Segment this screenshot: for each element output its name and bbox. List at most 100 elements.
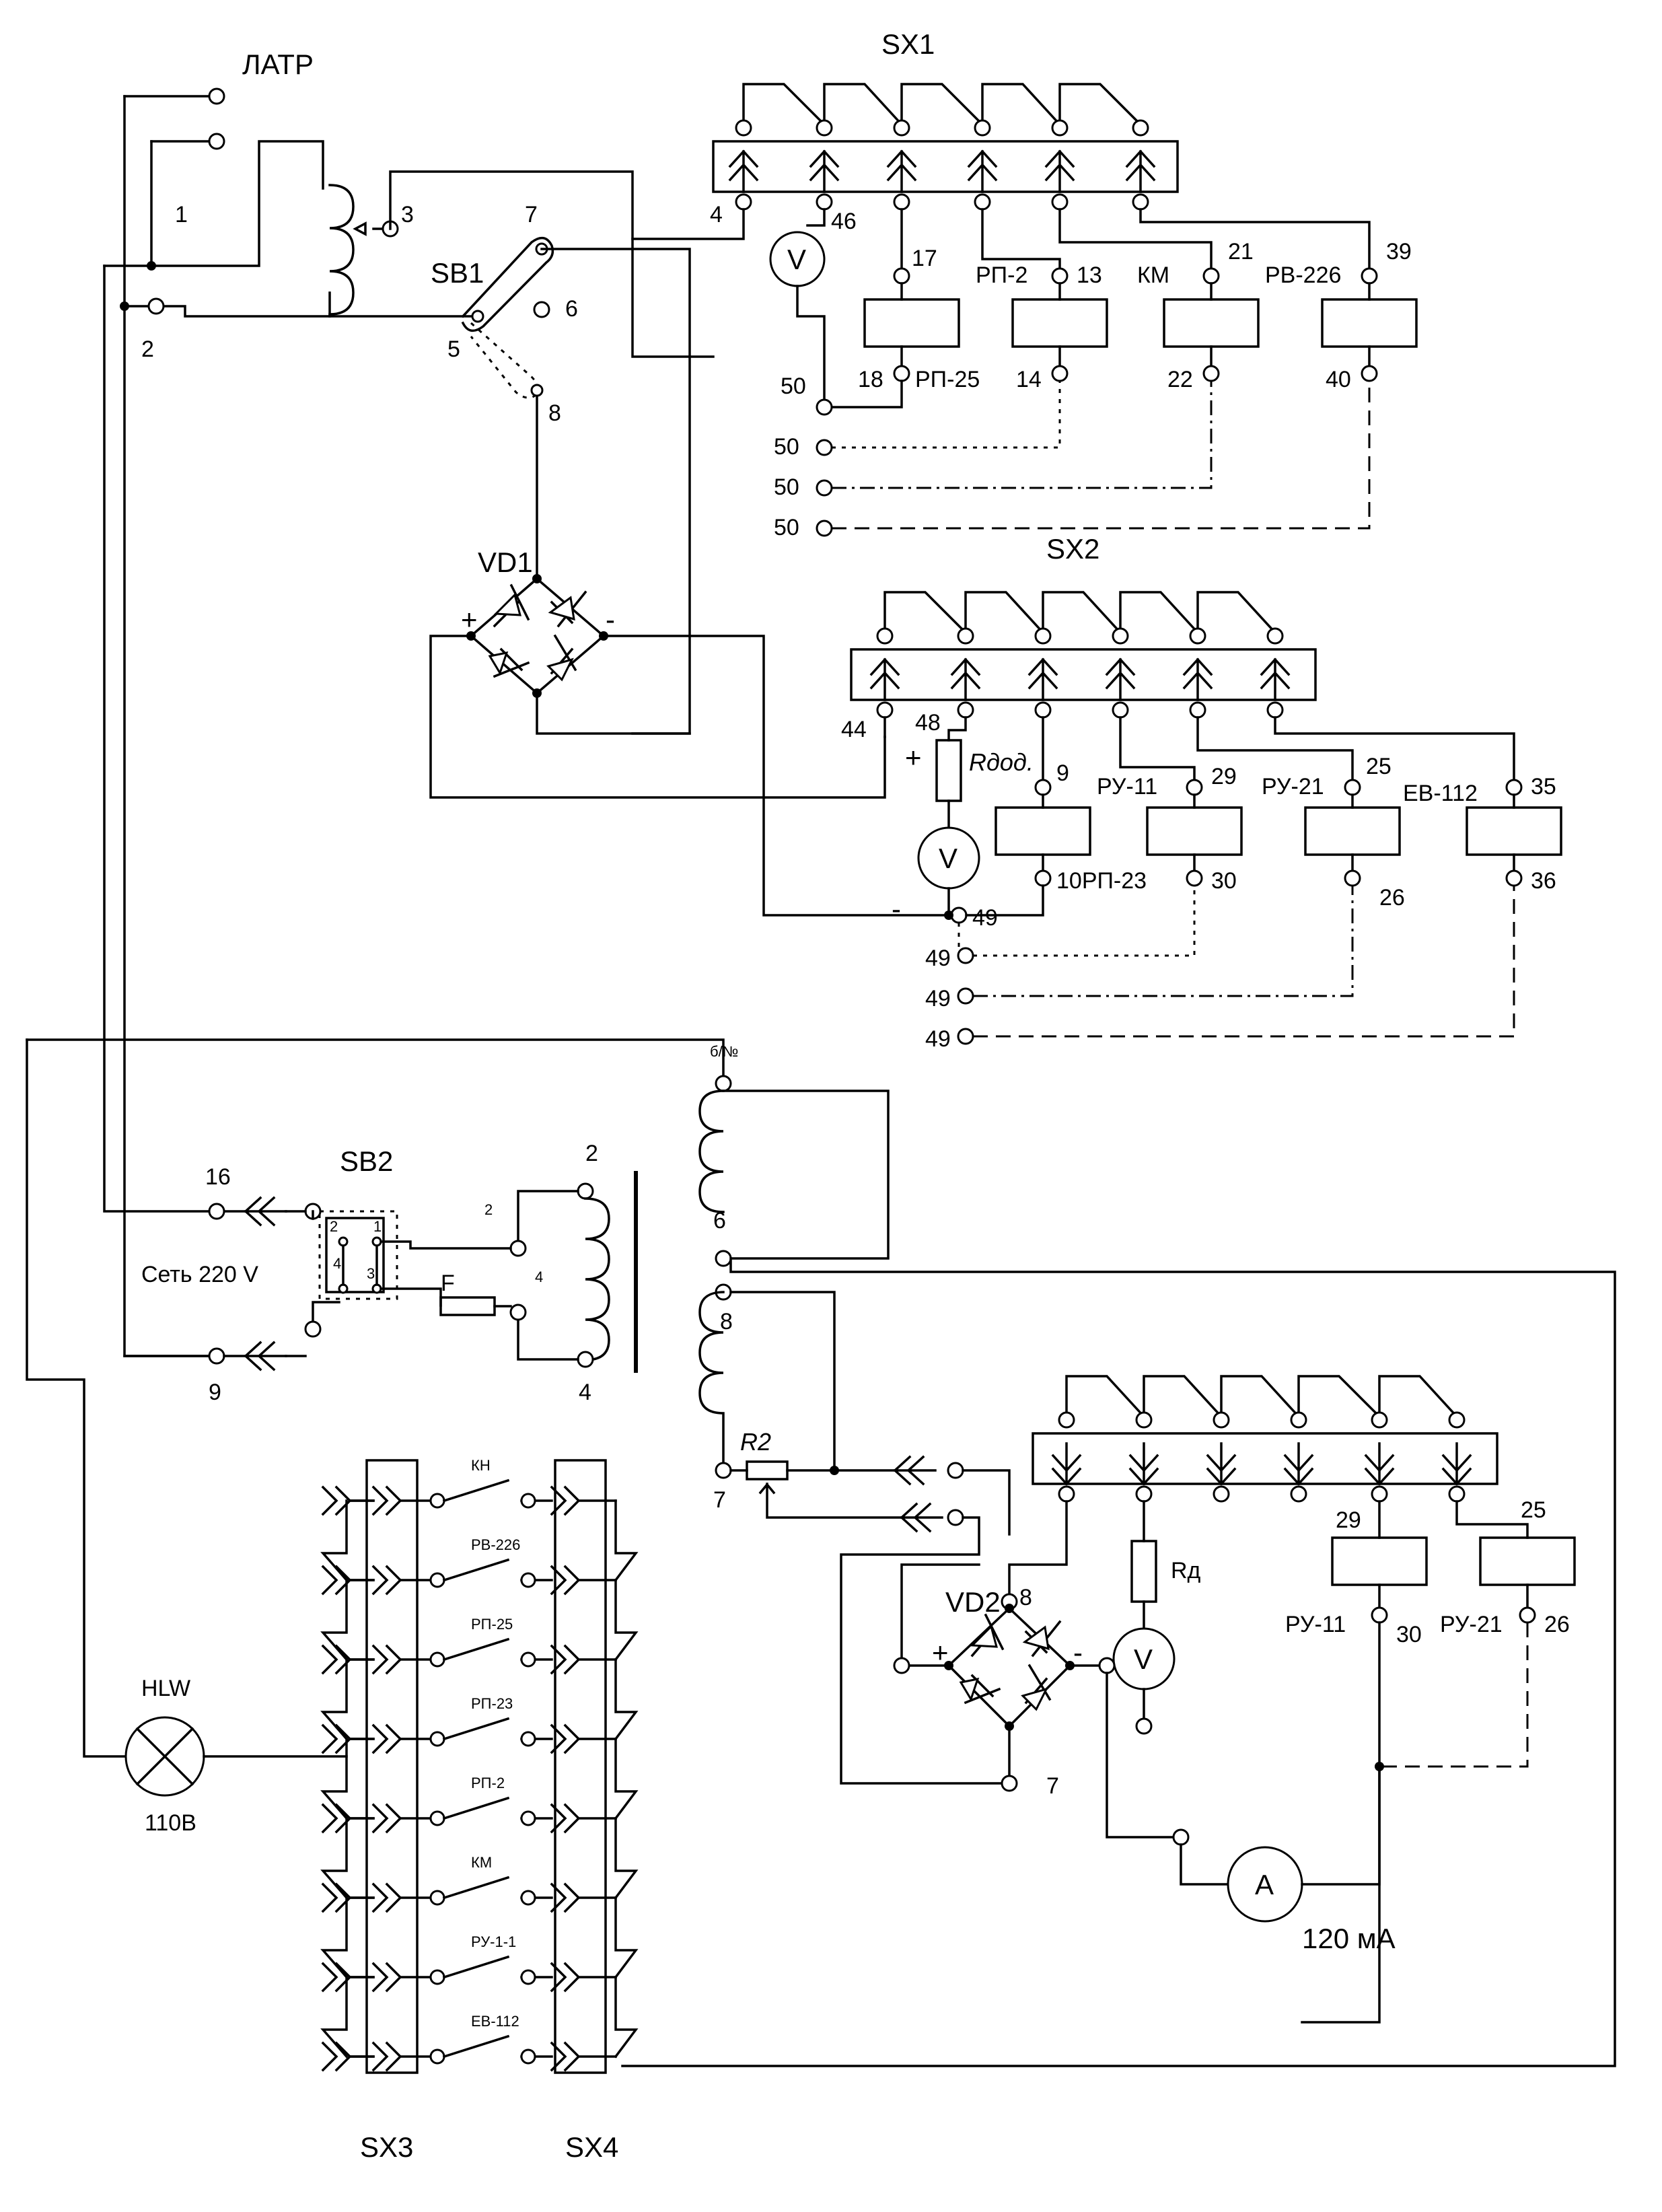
sx1-term-4: 4 (710, 202, 723, 227)
contact-row: РП-23 (320, 1695, 639, 1820)
fuse-label: F (441, 1271, 455, 1296)
sb2-switch[interactable]: SB2 2 1 4 3 F (304, 1145, 512, 1338)
contact-label: РВ-226 (471, 1536, 520, 1553)
lower-connector: Rд V 29 РУ-11 30 25 РУ-21 26 (1008, 1375, 1576, 2024)
sx3-body (365, 1459, 419, 2074)
lower-relay-ru11-label: РУ-11 (1285, 1612, 1346, 1637)
sx3-label: SX3 (360, 2131, 413, 2163)
sx1-term-22: 22 (1167, 367, 1193, 392)
contact-label: ЕВ-112 (471, 2013, 519, 2030)
latr-pin-1: 1 (175, 202, 188, 227)
sx1-term-50d: 50 (774, 515, 799, 540)
lower-term-26: 26 (1544, 1612, 1570, 1637)
sx2-term-29: 29 (1211, 764, 1237, 789)
sx2-term-30: 30 (1211, 868, 1237, 894)
sx2-term-36: 36 (1531, 868, 1556, 894)
sx1-relay-rp25-label: РП-25 (915, 367, 980, 392)
sb1-lever-alt (470, 322, 539, 399)
mains-label: Сеть 220 V (141, 1262, 258, 1287)
primary-winding: 2 4 2 4 (484, 1141, 610, 1405)
sx1-relay-rv226-label: РВ-226 (1265, 262, 1341, 288)
sx2-term-26: 26 (1379, 885, 1405, 911)
sx2-relay-ru11 (1146, 806, 1243, 856)
primary-pin-2: 2 (585, 1141, 598, 1166)
sx2-term-44: 44 (841, 717, 867, 742)
fuse-f (439, 1296, 496, 1316)
transformer-top-tap: б/№ (710, 1043, 738, 1060)
vd2-terminal-7: 7 (1046, 1773, 1059, 1799)
primary-pin-4: 4 (579, 1380, 591, 1405)
sx2-radd-label: Rдод. (969, 748, 1034, 776)
contact-row: РВ-226 (320, 1536, 639, 1662)
sb1-pin-7: 7 (525, 202, 538, 227)
vd2-bridge: VD2 8 + - 7 A 120 мА (893, 1563, 1396, 1954)
sx2-term-25: 25 (1366, 754, 1392, 779)
sx1-term-50a: 50 (781, 373, 806, 399)
sx1-relay-rp2 (1011, 298, 1108, 348)
sx4-body (554, 1459, 607, 2074)
latr-slider (353, 221, 385, 236)
contact-row: РП-2 (320, 1775, 639, 1900)
sx2-connector: SX2 44 48 + Rдод. V - 49 9 10РП-23 РУ-11… (841, 533, 1562, 1052)
hlw-lamp: HLW 110В (26, 1038, 348, 1836)
contact-label: РП-25 (471, 1616, 513, 1633)
sb1-terminal-6 (533, 301, 550, 318)
transformer: б/№ 6 8 7 R2 (26, 1038, 1616, 2067)
sx2-relay-ev112 (1466, 806, 1562, 856)
lower-voltmeter-label: V (1134, 1643, 1153, 1675)
sx1-voltmeter-label: V (787, 244, 806, 275)
sb1-lever (461, 236, 554, 332)
sx1-body (712, 140, 1179, 193)
sx1-term-13: 13 (1077, 262, 1102, 288)
sx1-term-46: 46 (831, 209, 857, 234)
vd1-diode-4 (546, 634, 577, 682)
mains-plugs: 16 Сеть 220 V 9 (103, 264, 307, 1405)
mains-pin-9: 9 (209, 1380, 221, 1405)
sx1-relay-rp25 (863, 298, 960, 348)
vd2-plus: + (932, 1637, 949, 1668)
transformer-tap-8: 8 (720, 1309, 733, 1334)
sx1-label: SX1 (881, 28, 935, 60)
sx2-relay-rp23 (995, 806, 1091, 856)
sb1-pin-6: 6 (565, 296, 578, 322)
sx1-relay-rv226 (1321, 298, 1418, 348)
sx2-term-48: 48 (915, 710, 941, 736)
lower-term-25: 25 (1521, 1497, 1546, 1523)
sx1-relay-km (1163, 298, 1260, 348)
lower-relay-ru21 (1479, 1536, 1576, 1586)
rheostat-r2[interactable] (746, 1460, 789, 1480)
sx2-term-49c: 49 (925, 986, 951, 1011)
lower-term-30: 30 (1396, 1622, 1422, 1647)
ammeter-range: 120 мА (1302, 1923, 1396, 1954)
contact-row: КН (320, 1457, 639, 1582)
rheostat-r2-label: R2 (740, 1428, 771, 1456)
sx2-relay-ru21 (1304, 806, 1401, 856)
sx2-resistor-radd (935, 739, 962, 802)
contact-row: РП-25 (320, 1616, 639, 1741)
sb1-pin-5: 5 (447, 336, 460, 362)
sx2-relay-ru11-label: РУ-11 (1097, 774, 1157, 799)
contact-label: РУ-1-1 (471, 1933, 516, 1950)
sx2-term-49d: 49 (925, 1026, 951, 1052)
sx2-label: SX2 (1046, 533, 1099, 565)
contact-row: ЕВ-112 (321, 2013, 617, 2072)
sx1-term-39: 39 (1386, 239, 1412, 264)
sb1-switch[interactable]: SB1 7 5 6 8 (431, 202, 691, 735)
sx2-term-49: 49 (972, 905, 998, 931)
vd2-minus: - (1073, 1637, 1083, 1668)
sx4-label: SX4 (565, 2131, 618, 2163)
sb2-c2: 2 (330, 1218, 338, 1235)
sx2-minus: - (892, 893, 901, 925)
contact-row: КМ (320, 1854, 639, 1979)
contact-label: РП-23 (471, 1695, 513, 1712)
sb2-label: SB2 (340, 1145, 393, 1177)
resistor-rd-label: Rд (1171, 1558, 1201, 1583)
sb2-housing (318, 1210, 398, 1300)
sx2-relay-ev112-label: ЕВ-112 (1403, 781, 1478, 806)
sx1-term-40: 40 (1326, 367, 1351, 392)
lower-term-29: 29 (1336, 1507, 1361, 1533)
contact-label: КН (471, 1457, 491, 1474)
sx1-relay-km-label: КМ (1137, 262, 1169, 288)
sx1-term-14: 14 (1016, 367, 1042, 392)
